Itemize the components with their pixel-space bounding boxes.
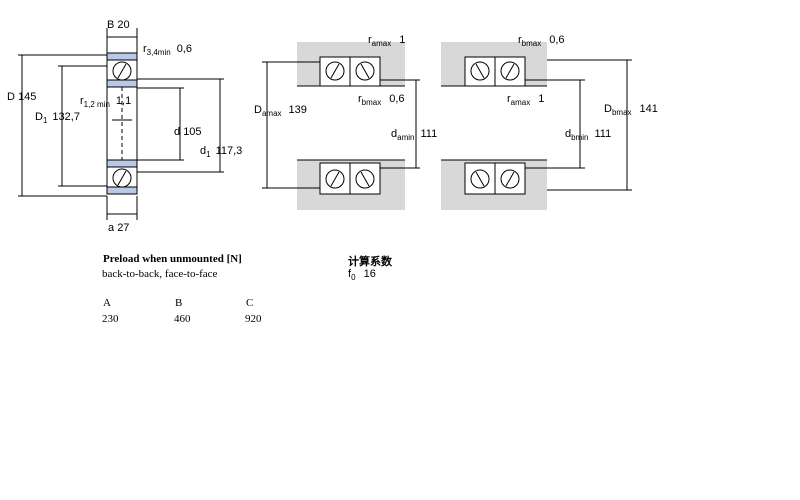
single-bearing-section <box>18 28 224 220</box>
preload-header-b: B <box>175 297 183 309</box>
preload-value-a: 230 <box>102 313 119 325</box>
preload-subtitle: back-to-back, face-to-face <box>102 268 218 280</box>
label-d: d 105 <box>174 126 202 138</box>
preload-header-c: C <box>246 297 254 309</box>
preload-title: Preload when unmounted [N] <box>103 253 242 265</box>
preload-header-a: A <box>103 297 111 309</box>
factor-title: 计算系数 <box>348 256 392 268</box>
label-B: B 20 <box>107 19 130 31</box>
label-D: D 145 <box>7 91 36 103</box>
factor-label-sub: 0 <box>351 273 356 282</box>
preload-value-c: 920 <box>245 313 262 325</box>
label-a: a 27 <box>108 222 129 234</box>
factor-label: f <box>348 268 352 280</box>
mounting-right <box>441 42 632 210</box>
preload-value-b: 460 <box>174 313 191 325</box>
factor-row: f0 16 <box>348 268 376 282</box>
mounting-left <box>262 42 420 210</box>
factor-value: 16 <box>363 268 376 280</box>
